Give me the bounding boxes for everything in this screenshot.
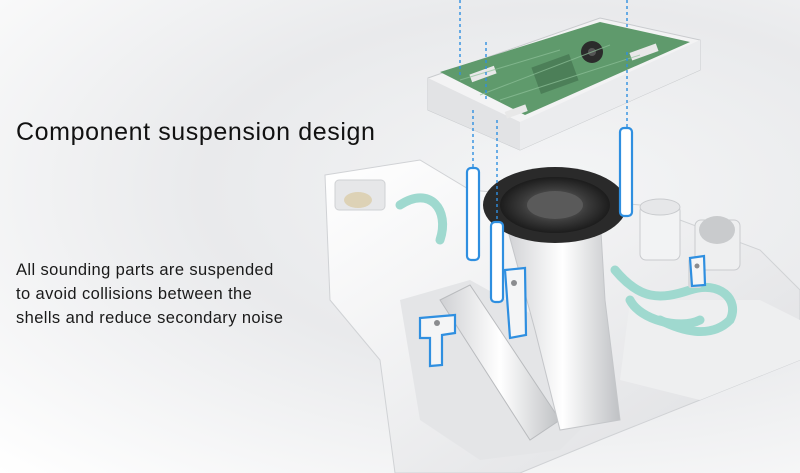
circuit-board [427, 17, 701, 151]
suspension-posts [465, 126, 634, 304]
rubber-mount-center [503, 266, 528, 340]
valve-components [639, 198, 741, 288]
description-line-3: shells and reduce secondary noise [16, 309, 284, 327]
description-line-2: to avoid collisions between the [16, 285, 253, 303]
rubber-mount-left [418, 313, 457, 368]
silicone-tubes [395, 193, 738, 337]
feature-description: All sounding parts are suspended to avoi… [16, 258, 356, 330]
rubber-mount-right [688, 254, 707, 288]
suspension-post-left [465, 166, 481, 262]
speaker-housing [483, 167, 627, 431]
alignment-guides [459, 0, 628, 222]
suspension-post-right [618, 126, 634, 218]
description-line-1: All sounding parts are suspended [16, 261, 274, 279]
feature-headline: Component suspension design [16, 118, 376, 146]
rubber-mounts [418, 254, 707, 368]
suspension-post-center [489, 220, 505, 304]
